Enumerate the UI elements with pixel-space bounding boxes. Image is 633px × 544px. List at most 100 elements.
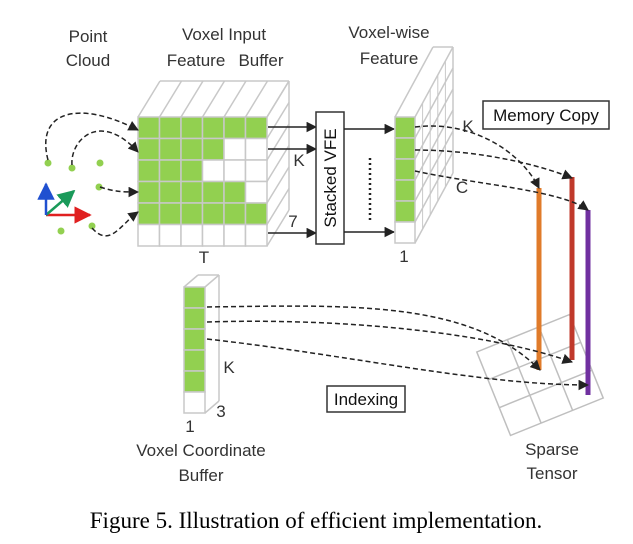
empty-cell [158, 223, 182, 247]
stacked-vfe-box: Stacked VFE [315, 111, 345, 245]
k-label-coord: K [223, 358, 235, 377]
filled-cell [394, 137, 416, 160]
depth-line [414, 88, 454, 160]
stacked-vfe-label: Stacked VFE [321, 128, 340, 227]
filled-cell [137, 202, 161, 226]
t-label: T [199, 248, 209, 267]
filled-cell [201, 202, 225, 226]
point-cloud [37, 159, 104, 235]
depth-line [158, 80, 183, 118]
tensor-label: Tensor [526, 464, 577, 483]
depth-line [244, 80, 269, 118]
depth-line [266, 123, 290, 161]
depth-line [201, 80, 226, 118]
feature-label: Feature [167, 51, 226, 70]
depth-line [414, 172, 454, 244]
filled-cell [158, 137, 182, 161]
filled-cell [180, 202, 204, 226]
one-label-feature: 1 [399, 247, 408, 266]
filled-cell [137, 180, 161, 204]
empty-cell [244, 180, 268, 204]
point [95, 183, 103, 191]
filled-cell [394, 158, 416, 181]
depth-line [180, 80, 204, 118]
filled-cell [180, 159, 204, 183]
point [44, 159, 52, 167]
depth-line [394, 46, 434, 118]
point [68, 164, 76, 172]
filled-cell [244, 116, 268, 140]
voxel-coordinate-buffer [183, 274, 220, 414]
vfe-to-feature-arrows [344, 123, 396, 238]
voxel-wise-feature-label: Feature [360, 49, 419, 68]
point-to-buffer-arrows [45, 112, 140, 237]
point-cloud-label-2: Cloud [66, 51, 110, 70]
filled-cell [158, 180, 182, 204]
filled-cell [180, 180, 204, 204]
depth-line [204, 400, 220, 414]
memory-copy-label: Memory Copy [493, 106, 599, 125]
empty-cell [244, 159, 268, 183]
filled-cell [223, 180, 247, 204]
filled-cell [158, 202, 182, 226]
input-buffer-depth-grid [137, 80, 290, 247]
c-label: C [456, 178, 468, 197]
empty-cell [244, 223, 268, 247]
one-label-coord: 1 [185, 417, 194, 436]
empty-cell [201, 159, 225, 183]
depth-line [266, 188, 290, 225]
voxel-coordinate-buffer-label: Buffer [178, 466, 223, 485]
sparse-tensor-grid [475, 313, 605, 437]
memory-copy-arrows [414, 125, 589, 211]
buffer-to-vfe-arrows [268, 121, 318, 239]
depth-line [223, 80, 247, 118]
depth-line [414, 46, 454, 118]
input-buffer-front-grid [137, 116, 268, 247]
empty-cell [183, 391, 206, 414]
empty-cell [223, 223, 247, 247]
seven-label: 7 [288, 212, 297, 231]
y-axis-arrow [45, 189, 76, 216]
empty-cell [137, 223, 161, 247]
filled-cell [137, 137, 161, 161]
point [96, 159, 104, 167]
buffer-label: Buffer [238, 51, 283, 70]
k-label-mid: K [293, 151, 305, 170]
depth-line [266, 145, 290, 182]
sparse-label: Sparse [525, 440, 579, 459]
indexing-label: Indexing [334, 390, 398, 409]
empty-cell [180, 223, 204, 247]
point [88, 222, 96, 230]
empty-cell [244, 137, 268, 161]
filled-cell [183, 307, 206, 330]
depth-line [183, 274, 199, 288]
filled-cell [183, 328, 206, 351]
empty-cell [394, 221, 416, 244]
memory-copy-box: Memory Copy [482, 100, 610, 130]
filled-cell [137, 159, 161, 183]
depth-line [266, 102, 290, 139]
filled-cell [201, 116, 225, 140]
filled-cell [158, 116, 182, 140]
filled-cell [244, 202, 268, 226]
empty-cell [223, 159, 247, 183]
depth-line [266, 80, 290, 118]
indexing-box: Indexing [326, 385, 406, 413]
filled-cell [394, 116, 416, 139]
filled-cell [394, 200, 416, 223]
empty-cell [201, 223, 225, 247]
three-label: 3 [216, 402, 225, 421]
filled-cell [223, 116, 247, 140]
depth-line [414, 67, 454, 139]
figure-caption: Figure 5. Illustration of efficient impl… [90, 508, 542, 533]
empty-cell [223, 137, 247, 161]
filled-cell [201, 180, 225, 204]
filled-cell [223, 202, 247, 226]
voxel-input-feature-buffer [137, 80, 290, 247]
depth-line [414, 151, 454, 223]
depth-line [414, 109, 454, 181]
indexing-arrows [206, 305, 590, 391]
filled-cell [180, 137, 204, 161]
point [57, 227, 65, 235]
